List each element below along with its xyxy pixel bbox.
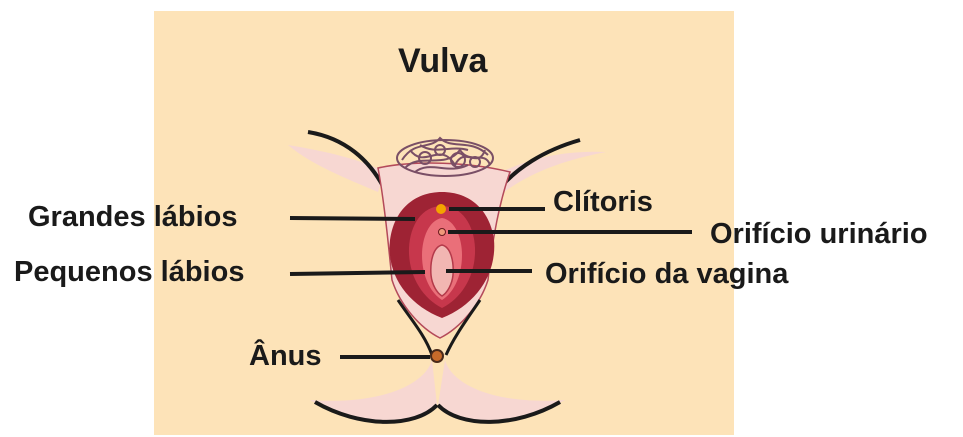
right-buttock-shape: [438, 360, 565, 421]
leader-grandes-labios: [290, 218, 415, 219]
anus-dot: [431, 350, 443, 362]
label-pequenos-labios: Pequenos lábios: [14, 258, 244, 287]
urinary-opening-dot: [439, 229, 446, 236]
left-buttock-shape: [310, 360, 437, 421]
label-grandes-labios: Grandes lábios: [28, 203, 238, 232]
label-orificio-urinario: Orifício urinário: [710, 220, 928, 249]
label-clitoris: Clítoris: [553, 188, 653, 217]
leader-pequenos-labios: [290, 272, 425, 274]
clitoris-dot: [436, 204, 446, 214]
diagram-title: Vulva: [398, 44, 487, 78]
label-orificio-vagina: Orifício da vagina: [545, 260, 788, 289]
label-anus: Ânus: [249, 342, 322, 371]
